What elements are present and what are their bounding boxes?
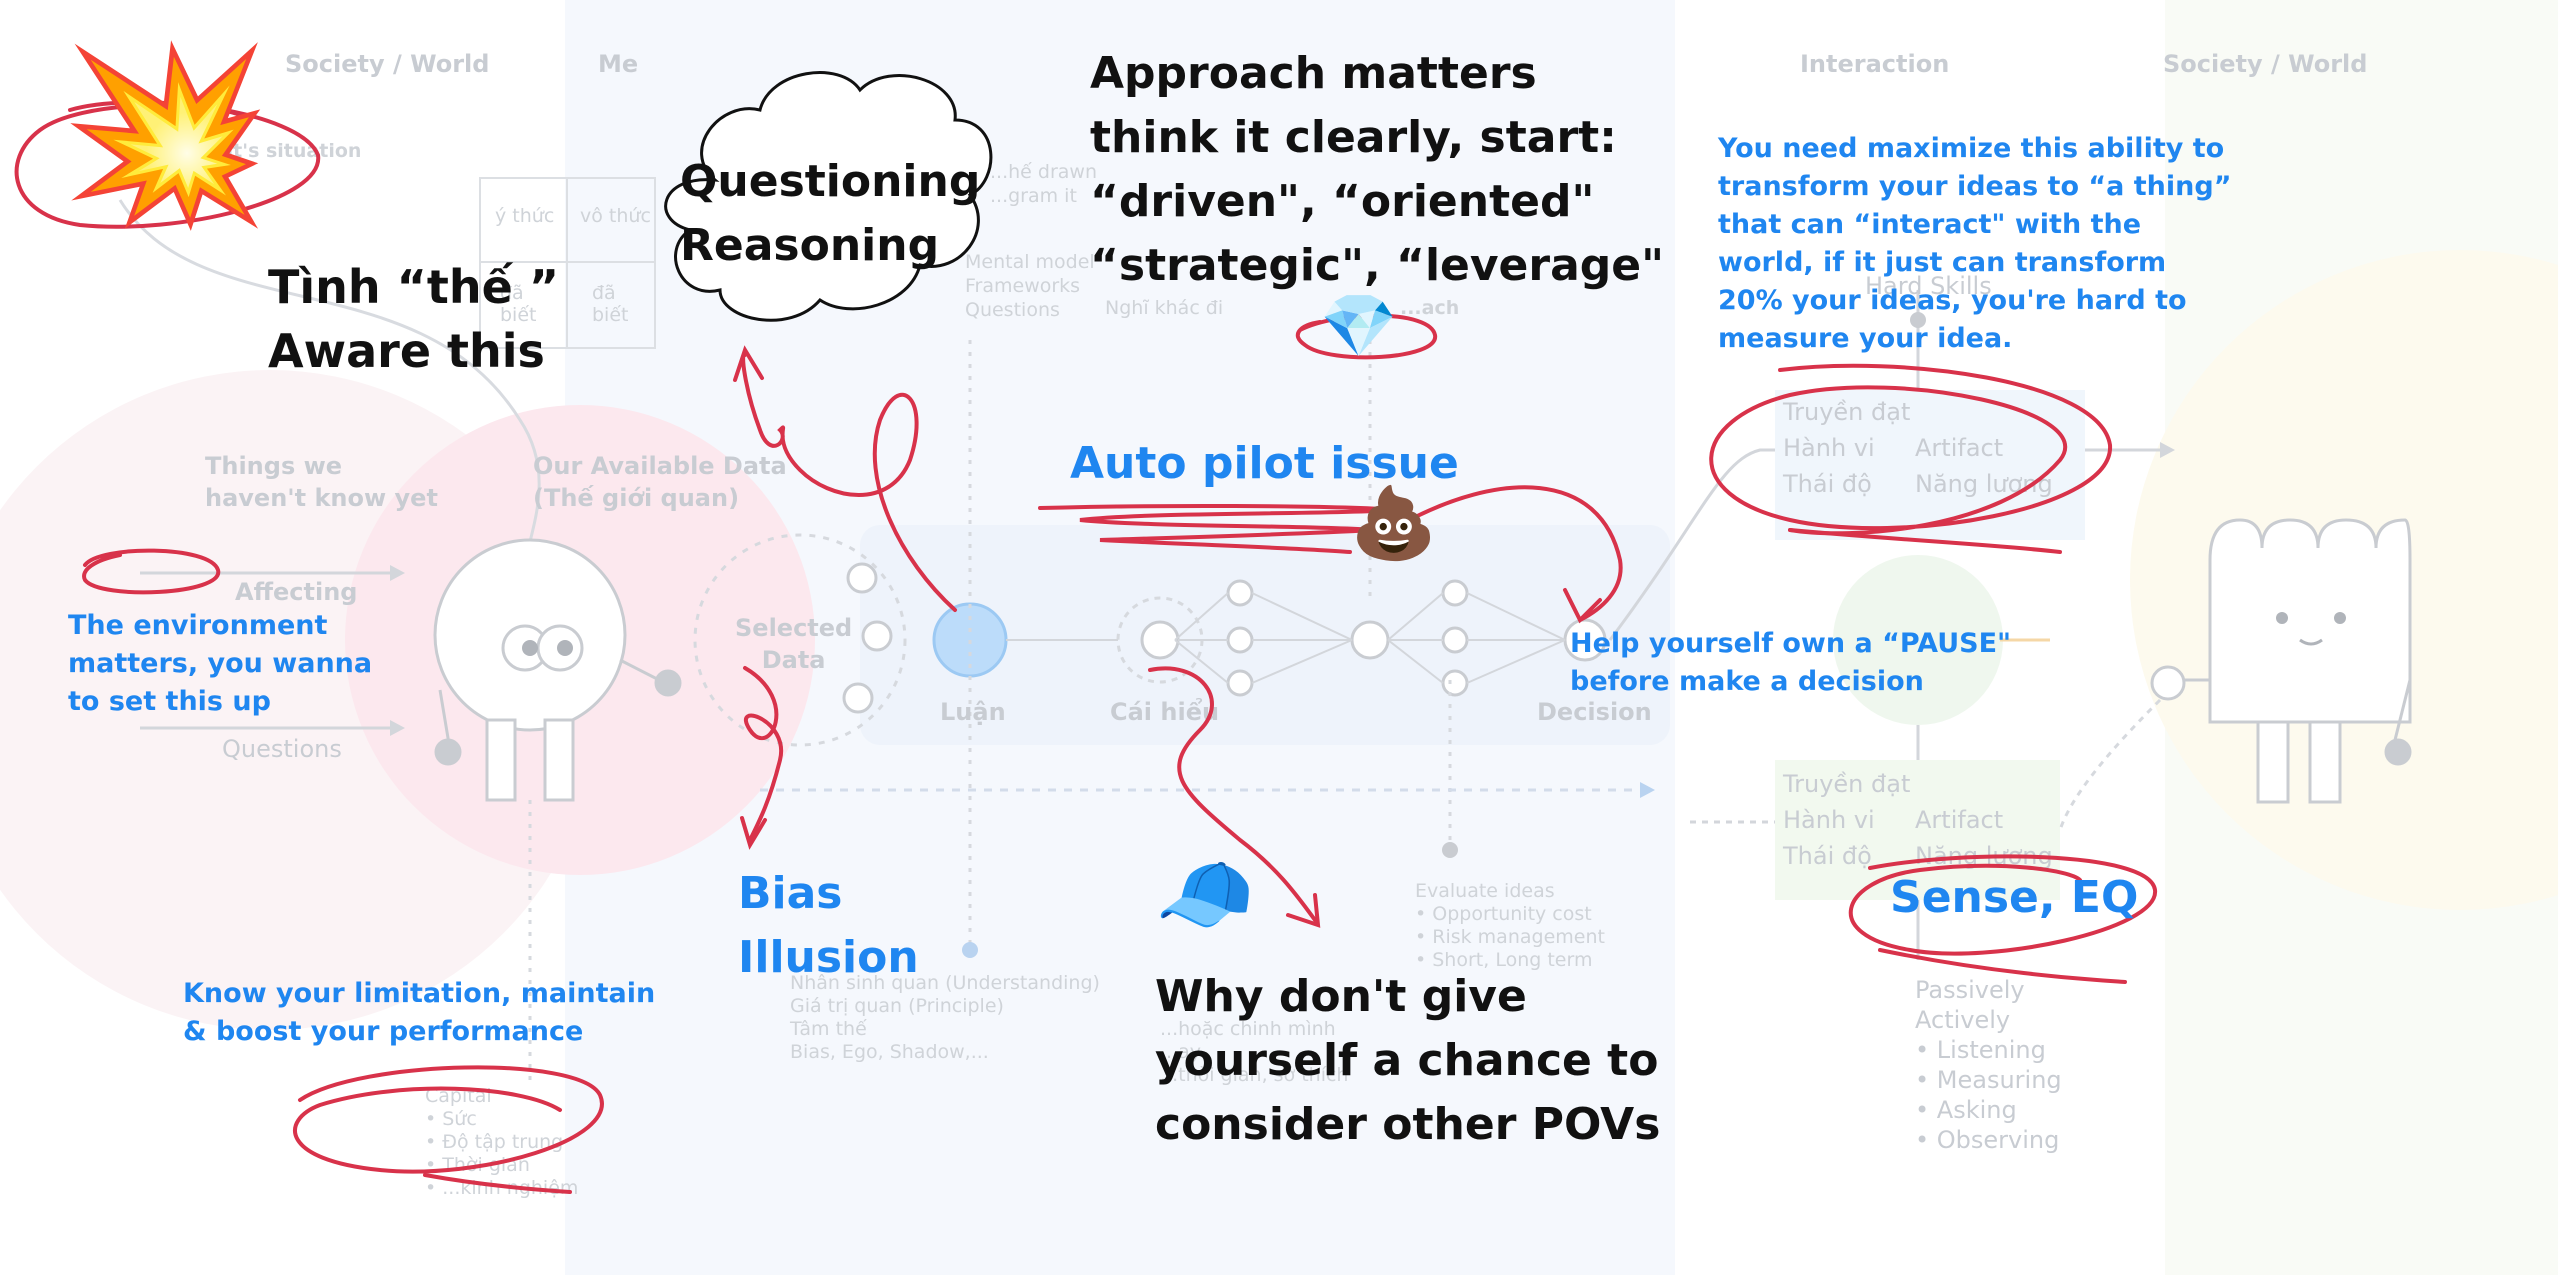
listening-list: Passively Actively • Listening • Measuri… [1915,976,2062,1154]
output-line-top [1608,448,2160,641]
process-band [860,525,1670,745]
col-society-right: Society / World [2163,50,2368,78]
bias-arrowhead [740,816,767,850]
selected-data-circle [693,533,907,747]
explosion-icon: 💥 [60,36,272,234]
network-edges [1006,592,1566,684]
mental-model-extra: Nghĩ khác đi [1105,297,1224,319]
understanding-list: Nhân sinh quan (Understanding) Giá trị q… [790,972,1100,1063]
environment-ellipse [82,548,221,595]
out-row3-c1: Thái độ [1783,470,1872,498]
maximize-note: You need maximize this ability to transf… [1718,133,2232,354]
pause-note: Help yourself own a “PAUSE" before make … [1570,628,2012,697]
cai-hieu-arrow [1148,666,1317,922]
poop-icon: 💩 [1350,482,1438,564]
questions-label: Questions [222,735,342,763]
box-smile [2299,638,2323,646]
cai-hieu-arrowhead [1286,893,1321,928]
grid-cell-4: đã biết [592,282,629,326]
sense-ellipse-tail [1878,948,2127,984]
autopilot-underline [1038,503,1401,554]
bias-arrow [743,666,784,842]
affecting-arrowhead [390,565,405,581]
approach-extra: ...ach [1400,297,1460,319]
approach-note: Approach matters think it clearly, start… [1090,48,1665,291]
situation-flow-line [118,199,541,571]
cap-icon: 🧢 [1155,848,1255,941]
diamond-icon: 💎 [1320,289,1398,362]
hard-skills-label: Hard Skills [1865,272,1992,300]
consciousness-grid [479,177,656,349]
questioning-cloud [664,71,993,322]
input-nodes [842,562,893,714]
sense-note: Sense, EQ [1890,872,2139,923]
box-figure [2150,518,2412,804]
evaluate-ideas: Evaluate ideas • Opportunity cost • Risk… [1415,880,1605,971]
autopilot-note: Auto pilot issue [1070,438,1459,489]
affecting-label: Affecting [235,578,358,606]
input-table [1775,760,2060,900]
capital-ellipse-tail [423,1173,572,1194]
in-row2-c2: Artifact [1915,806,2004,834]
in-row1-c1: Truyền đạt [1783,770,1911,798]
box-eye-left [2276,612,2288,624]
situation-ellipse [14,100,321,229]
person-eye-left [522,640,538,656]
out-row2-c1: Hành vi [1783,434,1875,462]
chance-note: Why don't give yourself a chance to cons… [1155,971,1661,1150]
pause-arrowhead [1563,588,1602,624]
vertical-guides [528,340,1452,1080]
draw-label: ...hế drawn ...gram it [990,161,1097,207]
grid-cell-3: đã biết [500,282,537,326]
maximize-ellipse [1709,363,2113,536]
questions-arrowhead [390,720,405,736]
pause-arrow [1398,485,1623,622]
out-row1-c1: Truyền đạt [1783,398,1911,426]
box-eye-right [2334,612,2346,624]
bias-note: Bias Illusion [738,868,919,983]
col-interaction: Interaction [1800,50,1950,78]
person-eye-right [557,640,573,656]
understanding-dot [962,942,978,958]
person-figure [433,538,682,802]
unknown-things-label: Things we haven't know yet [205,452,438,512]
evaluate-dot [1442,842,1458,858]
diamond-ellipse [1295,313,1437,360]
out-row2-c2: Artifact [1915,434,2004,462]
limitation-note: Know your limitation, maintain & boost y… [183,978,656,1047]
chance-extra: ...hoặc chinh mình ...ay ...thời gian, s… [1160,1018,1349,1086]
maximize-ellipse-tail [1788,528,2062,554]
mental-model-label: Mental model Frameworks Questions [965,251,1095,321]
interaction-circle [1833,555,2003,725]
in-row3-c1: Thái độ [1783,842,1872,870]
grid-cell-2: vô thức [580,205,651,227]
grid-cell-1: ý thức [495,205,555,227]
decision-label: Decision [1537,698,1652,726]
aware-note: Tình “thế ” Aware this [268,260,560,378]
environment-note: The environment matters, you wanna to se… [68,610,373,717]
col-society-left: Society / World [285,50,490,78]
selected-data-label: Selected Data [735,614,853,674]
questioning-note: Questioning Reasoning [680,156,981,271]
questioning-arrow [741,352,957,612]
feedback-arrowhead [1640,782,1655,798]
available-data-label: Our Available Data (Thế giới quan) [533,452,787,512]
luan-label: Luận [940,698,1006,726]
sense-ellipse [1848,854,2158,956]
capital-ellipse [293,1065,604,1174]
questioning-arrowhead [733,345,764,382]
in-row2-c1: Hành vi [1783,806,1875,834]
col-me: Me [598,50,639,78]
